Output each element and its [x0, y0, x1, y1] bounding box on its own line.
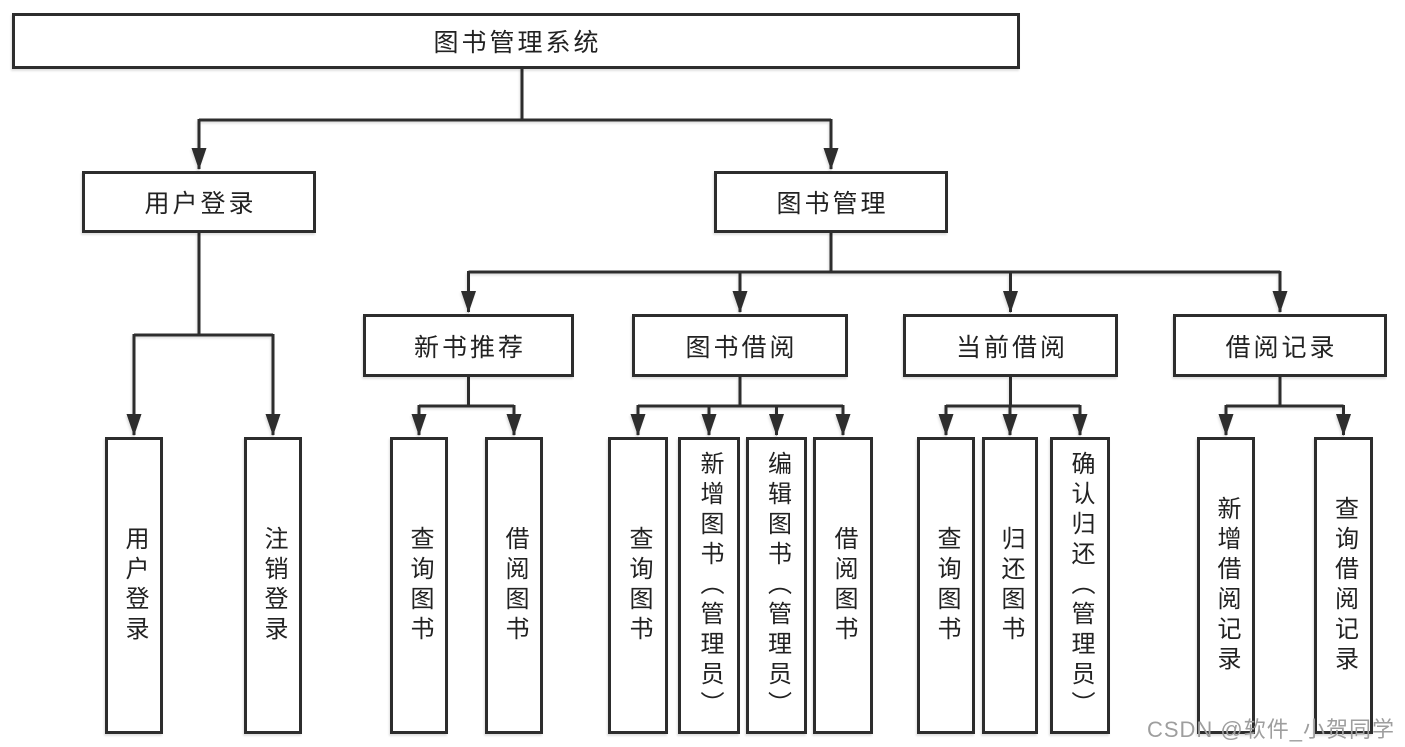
leaf-return-book: 归还图书	[982, 437, 1038, 734]
node-new-book-recommend-label: 新书推荐	[413, 333, 526, 362]
leaf-user-login: 用户登录	[105, 437, 163, 734]
current-borrowing-bus-line	[946, 377, 1080, 408]
leaf-query-books-recommend: 查询图书	[390, 437, 448, 734]
leaf-add-book-admin-label: 新增图书（管理员）	[696, 450, 723, 721]
book-borrowing-bus-line	[638, 377, 843, 408]
root-bus-line	[199, 68, 831, 122]
node-user-login: 用户登录	[82, 171, 316, 233]
leaf-confirm-return-admin-label: 确认归还（管理员）	[1067, 450, 1094, 721]
leaf-query-books-borrowing: 查询图书	[608, 437, 668, 734]
leaf-borrow-books-borrowing-label: 借阅图书	[830, 525, 857, 646]
user-login-bus-line	[134, 232, 273, 337]
new-book-recommend-bus-line	[419, 377, 514, 408]
node-book-management: 图书管理	[714, 171, 948, 233]
leaf-query-books-borrowing-label: 查询图书	[625, 525, 652, 646]
node-borrowing-records-label: 借阅记录	[1225, 333, 1338, 362]
csdn-watermark: CSDN @软件_小贺同学	[1146, 717, 1395, 742]
node-root-system-label: 图书管理系统	[433, 29, 602, 57]
node-book-borrowing: 图书借阅	[632, 314, 848, 377]
leaf-add-book-admin: 新增图书（管理员）	[678, 437, 740, 734]
leaf-add-borrow-record: 新增借阅记录	[1197, 437, 1255, 734]
leaf-add-borrow-record-label: 新增借阅记录	[1213, 495, 1240, 676]
leaf-edit-book-admin-label: 编辑图书（管理员）	[763, 450, 791, 721]
node-current-borrowing-label: 当前借阅	[955, 333, 1068, 362]
leaf-return-book-label: 归还图书	[997, 525, 1024, 646]
node-user-login-label: 用户登录	[144, 190, 257, 218]
node-current-borrowing: 当前借阅	[903, 314, 1118, 377]
leaf-query-borrow-record: 查询借阅记录	[1314, 437, 1373, 734]
leaf-borrow-books-borrowing: 借阅图书	[813, 437, 873, 734]
leaf-user-login-label: 用户登录	[121, 525, 148, 646]
borrowing-records-bus-line	[1226, 377, 1344, 408]
node-book-borrowing-label: 图书借阅	[685, 333, 798, 362]
node-book-management-label: 图书管理	[776, 190, 889, 218]
leaf-borrow-books-recommend-label: 借阅图书	[501, 525, 528, 646]
node-borrowing-records: 借阅记录	[1173, 314, 1387, 377]
leaf-confirm-return-admin: 确认归还（管理员）	[1050, 437, 1110, 734]
leaf-query-books-recommend-label: 查询图书	[406, 525, 433, 646]
node-root-system: 图书管理系统	[12, 13, 1020, 69]
leaf-query-books-current: 查询图书	[917, 437, 975, 734]
leaf-logout: 注销登录	[244, 437, 302, 734]
leaf-edit-book-admin: 编辑图书（管理员）	[746, 437, 807, 734]
leaf-logout-label: 注销登录	[260, 525, 287, 646]
book-management-bus-line	[468, 232, 1280, 274]
leaf-query-books-current-label: 查询图书	[933, 525, 960, 646]
leaf-borrow-books-recommend: 借阅图书	[485, 437, 543, 734]
leaf-query-borrow-record-label: 查询借阅记录	[1330, 495, 1358, 676]
node-new-book-recommend: 新书推荐	[363, 314, 574, 377]
